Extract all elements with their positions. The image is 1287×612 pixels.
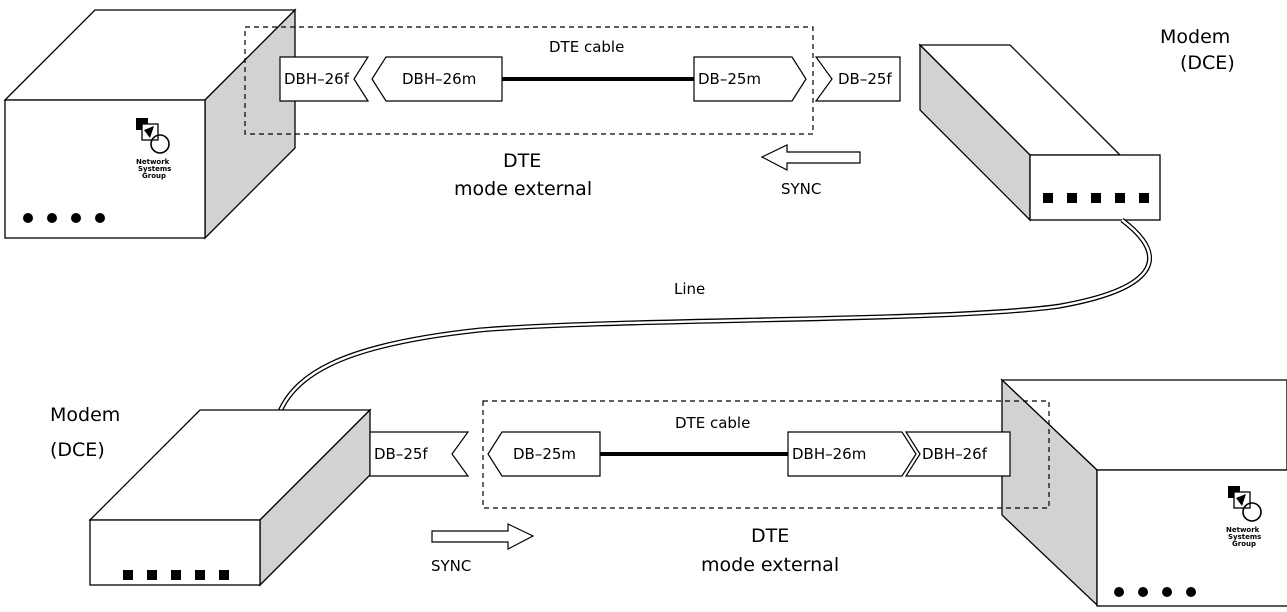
logo-text-line2: Group	[142, 172, 166, 180]
connector-label: DB–25f	[838, 70, 892, 88]
dte-cable-box	[244, 26, 814, 135]
connector-label: DB–25m	[698, 70, 761, 88]
sync-label: SYNC	[431, 557, 471, 575]
connector-db25m	[487, 431, 601, 477]
connector-dbh26m	[787, 431, 917, 477]
indicator-dots	[23, 213, 105, 223]
dte-title: DTE	[751, 525, 789, 547]
sync-label: SYNC	[781, 180, 821, 198]
logo-text-line2: Systems	[138, 165, 171, 173]
sync-arrow-left	[760, 144, 861, 171]
logo-text-line1: Network	[1226, 526, 1260, 534]
modem-bottom-left: Modem (DCE)	[50, 404, 372, 587]
modem-lights	[1043, 193, 1149, 203]
dte-device-top-left: Network Systems Group	[3, 8, 297, 240]
connector-label: DBH–26f	[284, 70, 350, 88]
dte-mode: mode external	[454, 178, 592, 200]
bottom-cable-assembly: DTE cable DB–25f DB–25m DBH–26m DBH–26f …	[369, 400, 1050, 576]
connector-label: DBH–26m	[402, 70, 476, 88]
connector-label: DB–25m	[513, 445, 576, 463]
top-cable-assembly: DTE cable DBH–26f DBH–26m DB–25m DB–25f …	[244, 26, 901, 200]
connector-dbh26f	[279, 56, 370, 102]
connector-db25f	[814, 56, 901, 102]
modem-top-right: Modem (DCE)	[918, 26, 1235, 222]
connector-label: DBH–26f	[922, 445, 988, 463]
dte-mode: mode external	[701, 554, 839, 576]
connector-db25f	[369, 431, 470, 477]
line-label: Line	[674, 280, 705, 298]
dte-title: DTE	[503, 150, 541, 172]
cable-label: DTE cable	[549, 38, 624, 56]
indicator-dots	[1114, 587, 1196, 597]
modem-label: Modem	[50, 404, 120, 426]
dte-cable-box	[482, 400, 1050, 509]
modem-lights	[123, 570, 229, 580]
device-front-face	[1096, 469, 1287, 607]
logo-text-line3: Group	[1232, 540, 1256, 548]
connector-dbh26f	[904, 431, 1011, 477]
modem-label-sub: (DCE)	[50, 439, 105, 461]
modem-front-face	[1029, 154, 1161, 221]
nsg-logo: Network Systems Group	[136, 118, 171, 180]
logo-text-line1: Network	[136, 158, 170, 166]
connector-label: DB–25f	[374, 445, 428, 463]
modem-label-sub: (DCE)	[1180, 52, 1235, 74]
line-cable: Line	[273, 218, 1152, 423]
dte-device-bottom-right: Network Systems Group	[1000, 378, 1287, 607]
connector-db25m	[693, 56, 807, 102]
connector-label: DBH–26m	[792, 445, 866, 463]
sync-arrow-right	[431, 523, 535, 550]
modem-label: Modem	[1160, 26, 1230, 48]
device-front-face	[4, 99, 206, 239]
nsg-logo: Network Systems Group	[1226, 486, 1262, 548]
cable-label: DTE cable	[675, 414, 750, 432]
connector-dbh26m	[371, 56, 503, 102]
logo-text-line2: Systems	[1228, 533, 1261, 541]
